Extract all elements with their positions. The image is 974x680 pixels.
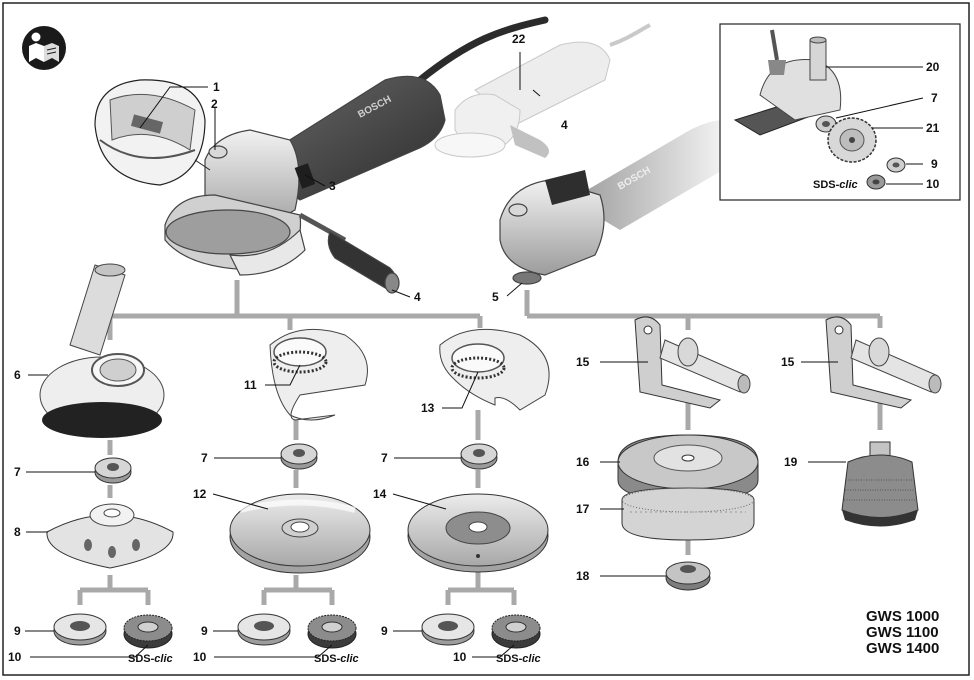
callout-13: 13 — [421, 401, 435, 415]
adapter-15-right — [825, 316, 942, 409]
cutting-disc-14 — [407, 493, 549, 573]
round-nut-18 — [665, 561, 711, 591]
guard-lock-detail — [94, 79, 211, 186]
callout-20: 20 — [926, 60, 940, 74]
mounting-flange-7c — [460, 443, 498, 470]
callout-8: 8 — [14, 525, 21, 539]
callout-9a: 9 — [14, 624, 21, 638]
callout-12: 12 — [193, 487, 207, 501]
callout-15a: 15 — [576, 355, 590, 369]
grinding-pot-8 — [46, 503, 174, 569]
callout-4a: 4 — [414, 290, 421, 304]
leader-lines — [25, 52, 924, 658]
read-manual-icon — [22, 26, 66, 70]
rubber-sanding-plate-16 — [617, 434, 759, 501]
callout-2: 2 — [211, 97, 218, 111]
mounting-flange-7b — [280, 443, 318, 470]
callout-17: 17 — [576, 502, 590, 516]
callout-7d: 7 — [931, 91, 938, 105]
model-gws-1000: GWS 1000 — [866, 608, 939, 625]
callout-9b: 9 — [201, 624, 208, 638]
callout-6: 6 — [14, 368, 21, 382]
callout-5: 5 — [492, 290, 499, 304]
sds-clic-label-c: SDS-clic — [496, 653, 541, 665]
protective-guard-13 — [439, 328, 550, 411]
sds-clic-label-a: SDS-clic — [128, 653, 173, 665]
cup-brush-19 — [841, 441, 919, 527]
callout-19: 19 — [784, 455, 798, 469]
callout-9d: 9 — [931, 157, 938, 171]
clamping-nut-9c — [421, 613, 475, 646]
grinding-disc-12 — [229, 493, 371, 574]
model-gws-1400: GWS 1400 — [866, 640, 939, 657]
callout-1: 1 — [213, 80, 220, 94]
sds-nut-10b — [307, 614, 357, 649]
callout-21: 21 — [926, 121, 940, 135]
callout-4b: 4 — [561, 118, 568, 132]
sds-clic-label-inset: SDS-clic — [813, 179, 858, 191]
mounting-flange-7a — [94, 457, 132, 484]
dust-extraction-guard — [39, 263, 165, 438]
callout-7b: 7 — [201, 451, 208, 465]
callout-10c: 10 — [453, 650, 467, 664]
callout-18: 18 — [576, 569, 590, 583]
cutting-guard-inset — [719, 23, 961, 201]
main-grinder: BOSCH — [164, 16, 549, 294]
callout-10d: 10 — [926, 177, 940, 191]
sds-nut-10c — [491, 614, 541, 649]
callout-22: 22 — [512, 32, 526, 46]
sanding-sheet-17 — [621, 487, 755, 541]
sds-clic-label-b: SDS-clic — [314, 653, 359, 665]
callout-7c: 7 — [381, 451, 388, 465]
callout-labels: 1 2 3 4 22 4 5 20 7 21 9 10 SDS-clic 6 1… — [8, 32, 940, 665]
adapter-15-left — [634, 316, 751, 409]
protective-guard-11 — [269, 328, 368, 421]
callout-10a: 10 — [8, 650, 22, 664]
connector-lines — [77, 280, 883, 605]
callout-15b: 15 — [781, 355, 795, 369]
grinder-spindle-view: BOSCH — [499, 120, 745, 285]
callout-3: 3 — [329, 179, 336, 193]
clamping-nut-9a — [53, 613, 107, 646]
sds-nut-10a — [123, 614, 173, 649]
clamping-nut-9b — [237, 613, 291, 646]
callout-10b: 10 — [193, 650, 207, 664]
callout-11: 11 — [244, 378, 257, 392]
callout-16: 16 — [576, 455, 590, 469]
callout-9c: 9 — [381, 624, 388, 638]
model-list: GWS 1000 GWS 1100 GWS 1400 — [866, 608, 939, 657]
model-gws-1100: GWS 1100 — [866, 624, 939, 641]
grinder-22-outline — [434, 23, 651, 158]
callout-14: 14 — [373, 487, 387, 501]
callout-7a: 7 — [14, 465, 21, 479]
